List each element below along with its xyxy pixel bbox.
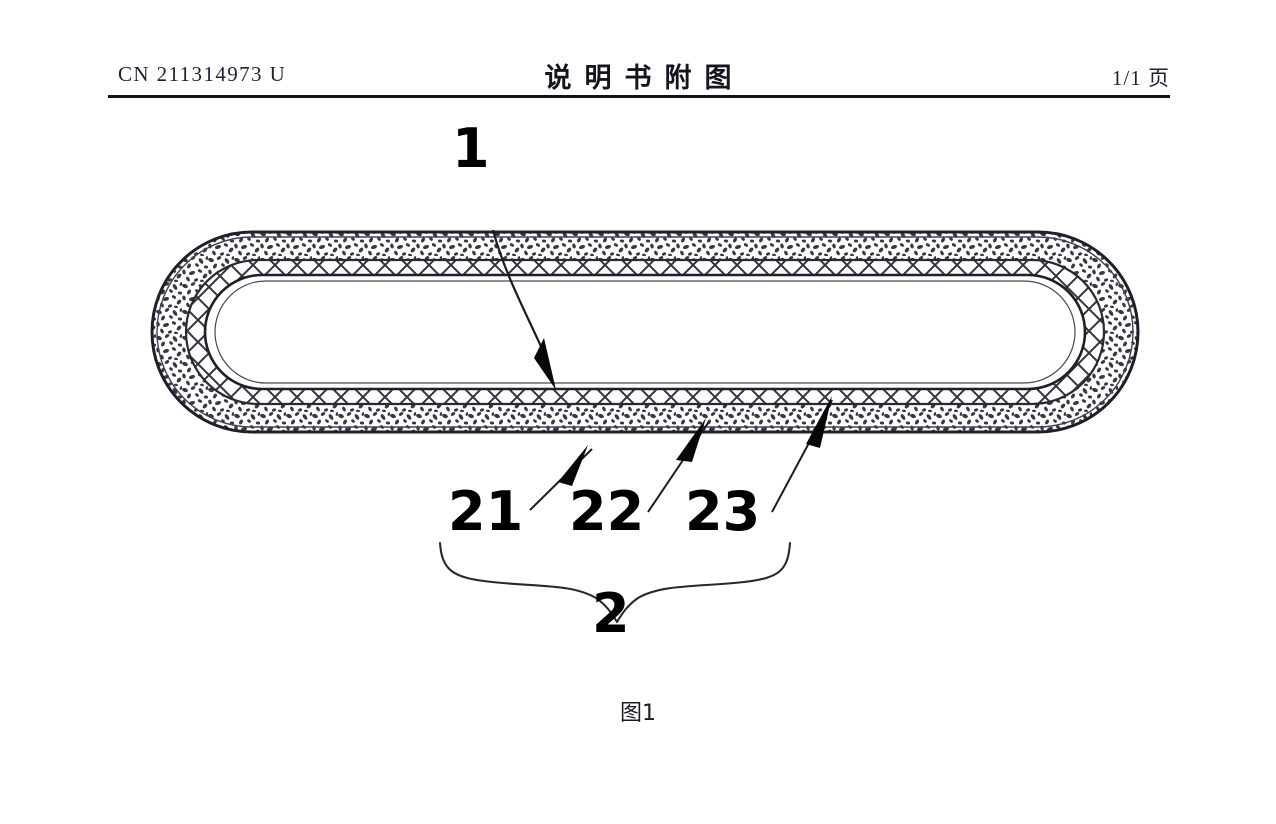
tube-cross-section: [0, 100, 1276, 824]
leader-line-1: [491, 229, 556, 390]
leader-line-21: [529, 445, 593, 511]
page-title: 说明书附图: [544, 63, 745, 94]
header-divider: [108, 95, 1170, 98]
page-header: CN 211314973 U 说明书附图 1/1 页: [0, 0, 1276, 100]
inner-boundary-line: [203, 273, 1087, 391]
leader-line-22: [647, 418, 709, 513]
reference-label-21: 21: [448, 480, 524, 543]
reference-label-2: 2: [592, 582, 630, 645]
reference-label-22: 22: [569, 480, 645, 543]
layer-interface-line: [184, 258, 1106, 406]
figure-caption: 图1: [620, 701, 656, 726]
patent-drawing-figure1: [0, 100, 1276, 824]
page-indicator: 1/1 页: [1111, 66, 1170, 90]
outer-boundary-line-inner: [156, 236, 1134, 428]
figure-area: 1 21 22 23 2 图1: [0, 100, 1276, 824]
grouping-brace: [438, 541, 792, 624]
reference-label-23: 23: [685, 480, 761, 543]
patent-number: CN 211314973 U: [118, 62, 287, 86]
reference-label-1: 1: [452, 117, 490, 180]
leader-line-23: [771, 396, 833, 513]
inner-hatched-layer: [0, 100, 1276, 824]
inner-boundary-line-inner: [214, 280, 1076, 384]
outer-boundary-line: [150, 230, 1140, 434]
